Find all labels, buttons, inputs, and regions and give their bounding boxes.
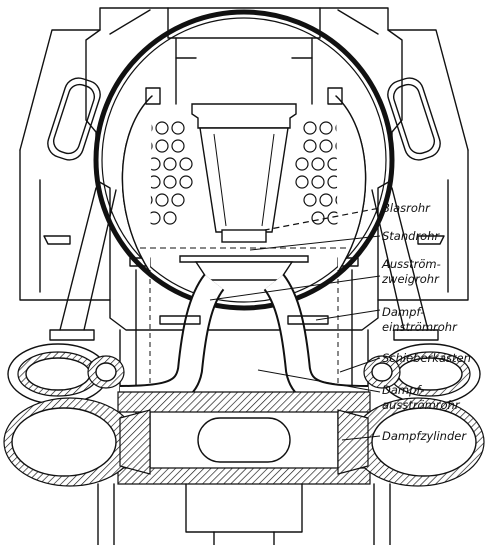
- boiler-tube: [311, 175, 325, 189]
- exhaust-branch-pipes: [119, 274, 369, 411]
- leader-lines: [209, 235, 381, 441]
- boiler-tube: [155, 121, 169, 135]
- boiler-tube: [303, 121, 317, 135]
- cylinder-block: [117, 391, 371, 485]
- label-ausstroem-zweigrohr-line2: zweigrohr: [381, 272, 440, 286]
- boiler-tube: [319, 193, 333, 207]
- boiler-tube: [319, 139, 333, 153]
- boiler-tube: [295, 175, 309, 189]
- label-dampf-ausstroemrohr-line1: Dampf-: [382, 383, 424, 397]
- label-dampfzylinder: Dampfzylinder: [382, 429, 467, 443]
- lower-frame: [97, 483, 391, 545]
- smokebox-outline: [19, 7, 469, 331]
- boiler-tube: [319, 121, 333, 135]
- boiler-tube: [179, 175, 193, 189]
- label-schieberkasten: Schieberkasten: [382, 351, 471, 365]
- steam-supply-pipes: [49, 187, 439, 341]
- label-group: Blasrohr Standrohr Ausström- zweigrohr D…: [381, 201, 471, 443]
- valve-chest-right: [363, 343, 481, 405]
- boiler-tube: [171, 121, 185, 135]
- standrohr-pipe: [179, 229, 309, 281]
- cylinder-right: [337, 397, 485, 487]
- label-standrohr: Standrohr: [382, 229, 440, 243]
- boiler-tube: [171, 139, 185, 153]
- valve-chest-left: [7, 343, 125, 405]
- boiler-tube: [163, 157, 177, 171]
- boiler-barrel: [93, 9, 395, 311]
- boiler-tube: [171, 193, 185, 207]
- label-ausstroem-zweigrohr-line1: Ausström-: [381, 257, 441, 271]
- boiler-tube: [295, 157, 309, 171]
- boiler-tube: [303, 193, 317, 207]
- boiler-tube: [311, 157, 325, 171]
- side-window-left: [47, 77, 101, 161]
- label-dampf-einstroemrohr-line2: einströmrohr: [382, 320, 458, 334]
- boiler-tube: [303, 139, 317, 153]
- boiler-tube: [163, 211, 177, 225]
- label-dampf-einstroemrohr-line1: Dampf-: [382, 305, 424, 319]
- boiler-tube: [163, 175, 177, 189]
- boiler-tube: [155, 193, 169, 207]
- label-blasrohr: Blasrohr: [382, 201, 431, 215]
- side-window-right: [387, 77, 441, 161]
- boiler-tube: [311, 211, 325, 225]
- chimney: [167, 7, 321, 105]
- blast-cone: [191, 103, 297, 233]
- label-dampf-ausstroemrohr-line2: ausströmrohr: [382, 398, 461, 412]
- boiler-tube: [155, 139, 169, 153]
- cylinder-left: [3, 397, 151, 487]
- boiler-tube: [179, 157, 193, 171]
- steam-inlet-arcs: [121, 87, 367, 273]
